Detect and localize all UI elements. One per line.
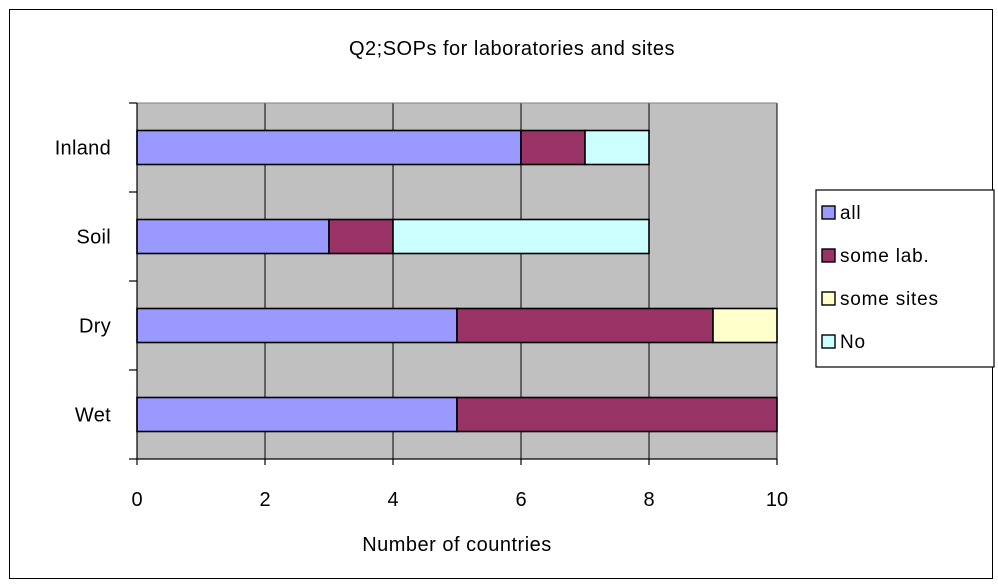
bar-wet-all <box>136 396 458 433</box>
chart-title: Q2;SOPs for laboratories and sites <box>349 38 675 60</box>
y-tick-label: Inland <box>55 138 111 160</box>
bar-soil-all <box>136 218 330 255</box>
legend-label: No <box>840 332 866 353</box>
plot-area: Wet Dry Soil Inland 0 2 4 6 8 10 <box>55 102 788 511</box>
legend-label: all <box>840 203 861 224</box>
bar-inland-no <box>584 129 650 166</box>
bar-inland-some-lab <box>520 129 586 166</box>
bar-soil-some-lab <box>328 218 394 255</box>
bar-inland-all <box>136 129 522 166</box>
bar-soil-no <box>392 218 650 255</box>
y-tick-label: Soil <box>76 227 111 249</box>
legend-swatch <box>821 291 836 306</box>
bar-dry-all <box>136 307 458 344</box>
x-tick-label: 10 <box>766 489 788 511</box>
legend-swatch <box>821 248 836 263</box>
x-axis-label: Number of countries <box>362 534 552 556</box>
x-tick-label: 0 <box>131 489 142 511</box>
legend-swatch <box>821 205 836 220</box>
legend-box <box>815 189 995 368</box>
bar-dry-some-lab <box>456 307 714 344</box>
bar-wet-some-lab <box>456 396 778 433</box>
legend-label: some lab. <box>840 246 930 267</box>
x-tick-label: 8 <box>643 489 654 511</box>
y-tick-label: Wet <box>75 405 111 427</box>
legend-swatch <box>821 334 836 349</box>
x-tick-label: 6 <box>515 489 526 511</box>
y-tick-label: Dry <box>79 316 111 338</box>
bar-dry-some-sites <box>712 307 778 344</box>
x-tick-label: 4 <box>387 489 398 511</box>
x-tick-label: 2 <box>259 489 270 511</box>
legend-label: some sites <box>840 289 939 310</box>
